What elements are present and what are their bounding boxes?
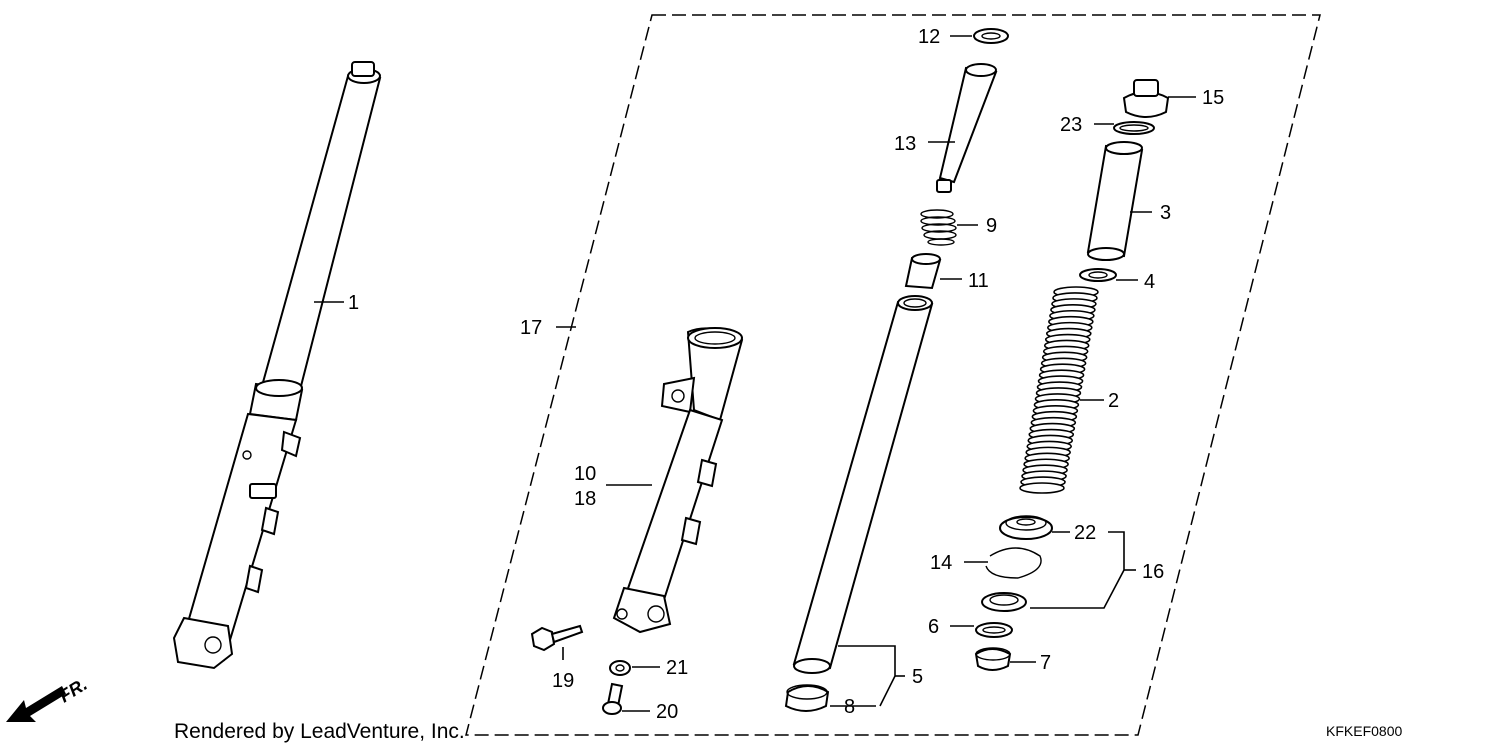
callout-23: 23 (1060, 114, 1082, 136)
fork-slider-illustration[interactable] (606, 327, 744, 634)
callout-1: 1 (348, 292, 359, 314)
callout-16: 16 (1142, 561, 1164, 583)
oil-seal-illustration[interactable] (981, 592, 1027, 612)
callout-18: 18 (574, 488, 596, 510)
callout-14: 14 (930, 552, 952, 574)
callout-7: 7 (1040, 652, 1051, 674)
back-up-ring-illustration[interactable] (950, 622, 1013, 638)
callout-3: 3 (1160, 202, 1171, 224)
socket-bolt-illustration[interactable] (602, 682, 650, 715)
stopper-ring-illustration[interactable] (964, 547, 1042, 579)
callout-20: 20 (656, 701, 678, 723)
cap-bolt-illustration[interactable] (1122, 79, 1196, 118)
callout-17: 17 (520, 317, 542, 339)
callout-13: 13 (894, 133, 916, 155)
diagram-code: KFKEF0800 (1326, 723, 1402, 739)
front-direction-arrow-icon: FR. (6, 674, 91, 722)
footer-credit: Rendered by LeadVenture, Inc. (174, 720, 465, 743)
callout-2: 2 (1108, 390, 1119, 412)
callout-21: 21 (666, 657, 688, 679)
callout-22: 22 (1074, 522, 1096, 544)
oil-lock-piece-illustration[interactable] (999, 515, 1070, 540)
callout-15: 15 (1202, 87, 1224, 109)
washer-21-illustration[interactable] (609, 660, 660, 676)
axle-bolt-illustration[interactable] (530, 624, 584, 660)
callout-8: 8 (844, 696, 855, 718)
callout-19: 19 (552, 670, 574, 692)
fork-spring-illustration[interactable] (1019, 286, 1099, 494)
front-direction-label: FR. (56, 674, 91, 706)
callout-6: 6 (928, 616, 939, 638)
guide-bushing-illustration[interactable] (974, 647, 1036, 671)
callout-9: 9 (986, 215, 997, 237)
rebound-spring-illustration[interactable] (920, 209, 978, 246)
fork-assembly-illustration[interactable] (172, 61, 382, 670)
slide-bushing-8-illustration[interactable] (784, 684, 876, 712)
fork-pipe-illustration[interactable] (792, 295, 934, 707)
assembly-boundary (465, 14, 1321, 736)
spring-coil (1019, 482, 1065, 494)
o-ring-illustration[interactable] (1094, 121, 1155, 135)
callout-10: 10 (574, 463, 596, 485)
spring-collar-illustration[interactable] (1086, 141, 1152, 261)
oil-lock-seal-illustration[interactable] (950, 28, 1009, 44)
damper-rod-illustration[interactable] (928, 63, 998, 193)
spring-seat-illustration[interactable] (1079, 268, 1138, 282)
callout-11: 11 (968, 270, 989, 292)
callout-5: 5 (912, 666, 923, 688)
collar-11-illustration[interactable] (904, 253, 962, 290)
callout-12: 12 (918, 26, 940, 48)
callout-4: 4 (1144, 271, 1155, 293)
